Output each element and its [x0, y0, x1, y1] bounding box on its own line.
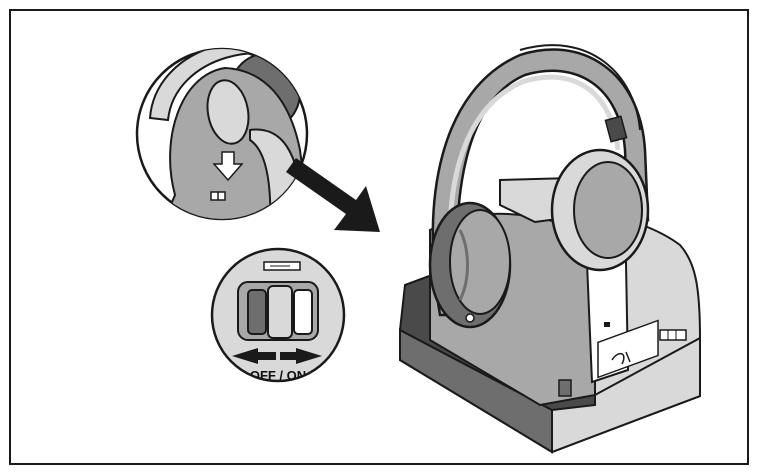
arrow-right-icon: [286, 158, 380, 232]
zoom-detail-earcup: [135, 47, 309, 221]
off-on-label: OFF / ON: [250, 368, 306, 383]
zoom-detail-power-switch: OFF / ON: [210, 247, 346, 383]
headphones-icon: [428, 44, 650, 329]
power-switch-icon: [237, 281, 319, 341]
arrow-down-icon: [212, 151, 244, 182]
